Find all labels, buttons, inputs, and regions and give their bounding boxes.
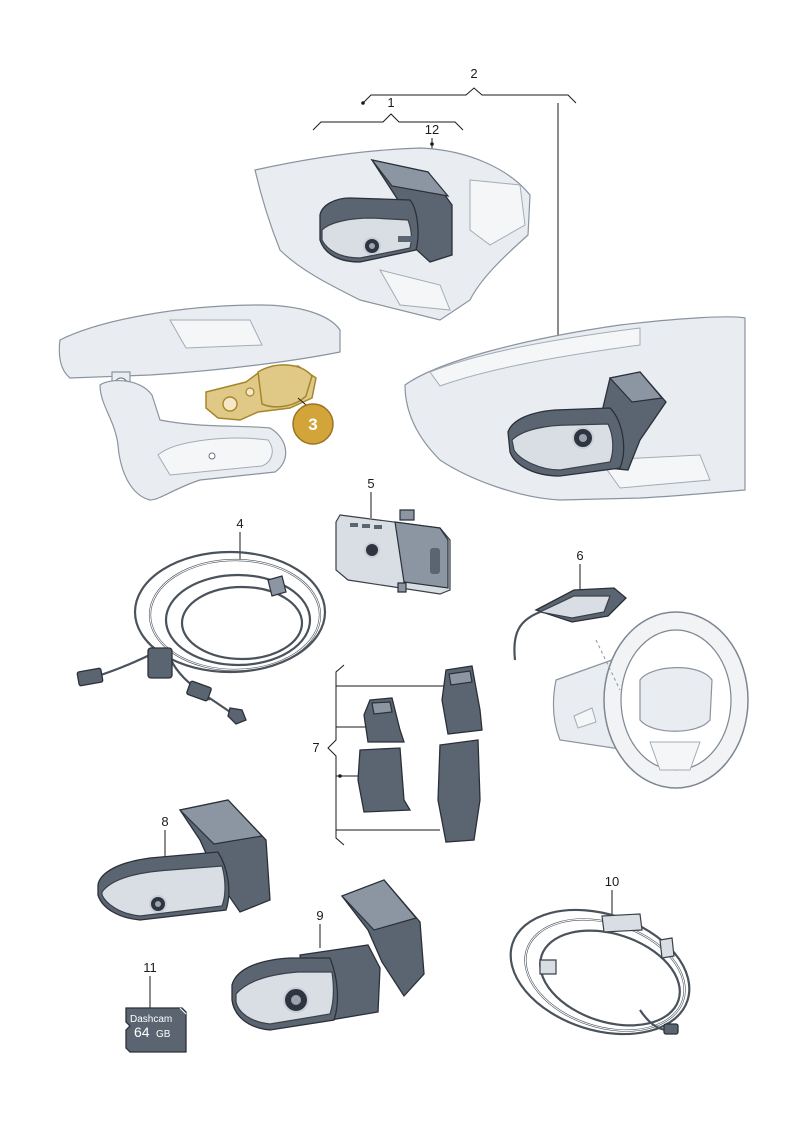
callout-3: 3 xyxy=(308,415,317,434)
bracket-7 xyxy=(327,664,445,846)
sd-card-unit: GB xyxy=(156,1029,171,1040)
callout-9: 9 xyxy=(316,908,323,923)
windscreen-camera-scene-right xyxy=(404,316,746,501)
callout-10: 10 xyxy=(605,874,619,889)
callout-12: 12 xyxy=(425,122,439,137)
part-5-control-unit xyxy=(335,509,451,595)
part-7-trim-pieces xyxy=(357,665,483,843)
part-10-cable xyxy=(509,908,691,1036)
callout-4: 4 xyxy=(236,516,243,531)
callout-5: 5 xyxy=(367,476,374,491)
sd-card-capacity: 64 xyxy=(134,1024,150,1040)
mirror-mount-scene xyxy=(58,304,341,501)
part-8-camera-unit xyxy=(97,799,271,921)
sd-card-brand: Dashcam xyxy=(130,1014,172,1025)
steering-wheel-scene xyxy=(552,611,749,789)
callout-8: 8 xyxy=(161,814,168,829)
callout-3-badge: 3 xyxy=(292,403,334,445)
windscreen-camera-scene-top xyxy=(254,147,531,321)
part-11-memory-card: Dashcam 64 GB xyxy=(125,1007,187,1053)
callout-11: 11 xyxy=(143,960,157,975)
part-4-wiring-harness xyxy=(76,550,327,725)
callout-1: 1 xyxy=(387,95,394,110)
callout-7: 7 xyxy=(312,740,319,755)
part-6-sensor xyxy=(513,587,627,661)
part-9-camera-mount xyxy=(231,879,425,1031)
callout-2: 2 xyxy=(470,66,477,81)
callout-6: 6 xyxy=(576,548,583,563)
